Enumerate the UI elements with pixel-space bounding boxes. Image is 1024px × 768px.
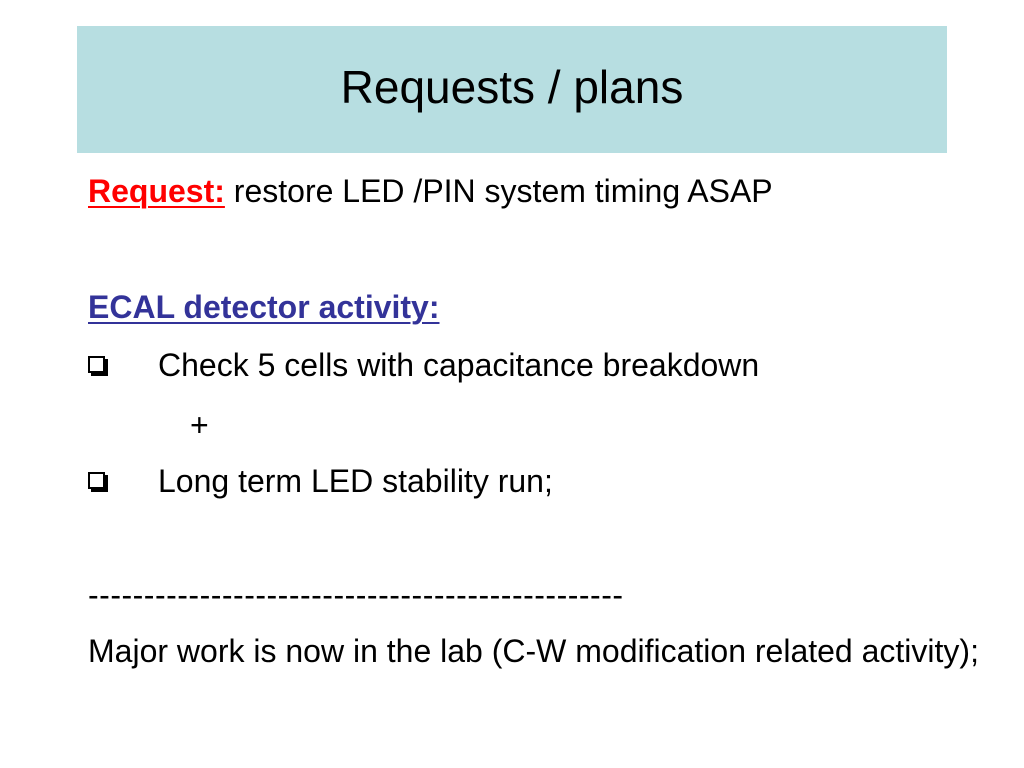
plus-sign: + [190, 407, 209, 443]
checkbox-bullet-icon [88, 472, 105, 489]
request-label: Request: [88, 173, 225, 209]
bullet-text-2: Long term LED stability run; [158, 463, 553, 499]
note-paragraph: Major work is now in the lab (C-W modifi… [88, 633, 979, 669]
section-heading-line: ECAL detector activity: [88, 288, 440, 326]
section-heading: ECAL detector activity: [88, 289, 440, 325]
request-text: restore LED /PIN system timing ASAP [224, 173, 773, 209]
checkbox-bullet-icon [88, 356, 105, 373]
bullet-text-1: Check 5 cells with capacitance breakdown [158, 347, 760, 383]
bullet-item-2: Long term LED stability run; [88, 462, 948, 502]
title-bar: Requests / plans [77, 26, 947, 153]
request-line: Request: restore LED /PIN system timing … [88, 172, 773, 210]
bullet-item-1: Check 5 cells with capacitance breakdown [88, 346, 948, 386]
slide-title: Requests / plans [340, 60, 684, 113]
separator-line: ----------------------------------------… [88, 577, 624, 613]
